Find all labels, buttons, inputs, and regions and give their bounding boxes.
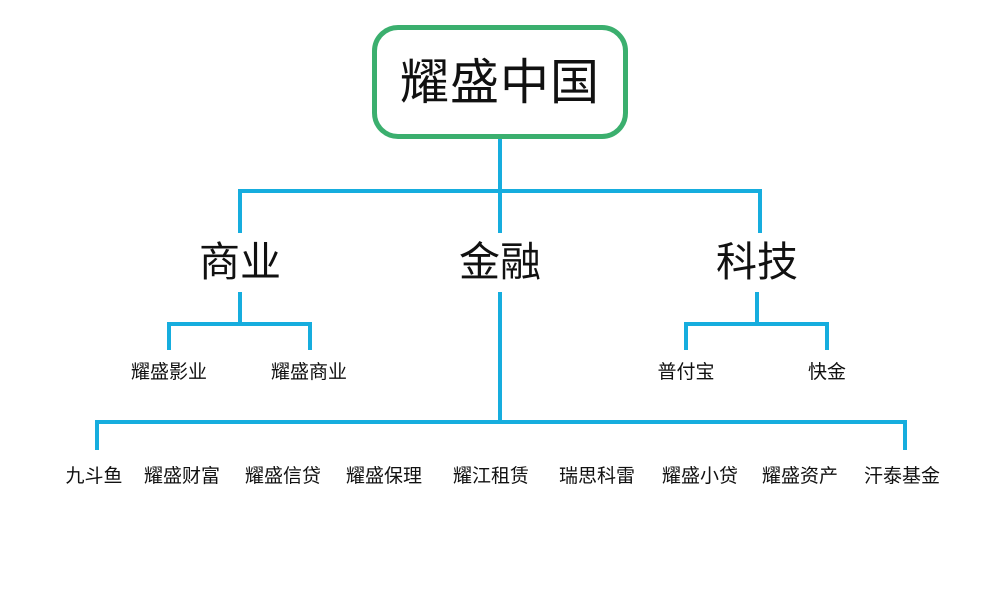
division-node-commerce[interactable]: 商业 (199, 234, 281, 290)
division-label-finance: 金融 (459, 237, 541, 286)
leaf-label-finance-child-4: 耀盛保理 (345, 464, 423, 487)
division-label-commerce: 商业 (199, 237, 281, 286)
leaf-node-finance-child-6[interactable]: 瑞思科雷 (559, 463, 635, 489)
leaf-label-finance-child-8: 耀盛资产 (761, 464, 839, 487)
leaf-label-finance-child-9: 汗泰基金 (863, 464, 941, 487)
connector-drop-commerce-child-1 (167, 322, 171, 350)
leaf-node-finance-child-7[interactable]: 耀盛小贷 (662, 463, 738, 489)
connector-root-stem (498, 139, 502, 191)
connector-drop-commerce-child-2 (308, 322, 312, 350)
connector-drop-finance (498, 189, 502, 233)
connector-drop-technology-child-1 (684, 322, 688, 350)
leaf-label-finance-child-3: 耀盛信贷 (244, 464, 322, 487)
connector-finance-stem (498, 292, 502, 424)
division-label-technology: 科技 (716, 237, 798, 286)
connector-commerce-stem (238, 292, 242, 324)
leaf-label-finance-child-6: 瑞思科雷 (558, 464, 636, 487)
connector-technology-bar (684, 322, 829, 326)
leaf-label-technology-child-1: 普付宝 (657, 360, 715, 383)
leaf-node-commerce-child-1[interactable]: 耀盛影业 (131, 359, 207, 385)
root-node-yaosheng-china[interactable]: 耀盛中国 (372, 25, 628, 139)
leaf-label-technology-child-2: 快金 (807, 360, 847, 383)
leaf-label-finance-child-2: 耀盛财富 (143, 464, 221, 487)
connector-drop-finance-left-end (95, 420, 99, 450)
leaf-node-finance-child-1[interactable]: 九斗鱼 (65, 463, 122, 489)
leaf-label-finance-child-5: 耀江租赁 (452, 464, 530, 487)
leaf-node-finance-child-5[interactable]: 耀江租赁 (453, 463, 529, 489)
connector-finance-bar (95, 420, 907, 424)
leaf-node-technology-child-1[interactable]: 普付宝 (657, 359, 714, 385)
leaf-node-finance-child-4[interactable]: 耀盛保理 (346, 463, 422, 489)
leaf-node-finance-child-2[interactable]: 耀盛财富 (144, 463, 220, 489)
connector-technology-stem (755, 292, 759, 324)
connector-drop-technology-child-2 (825, 322, 829, 350)
leaf-node-technology-child-2[interactable]: 快金 (808, 359, 846, 385)
connector-drop-commerce (238, 189, 242, 233)
leaf-node-commerce-child-2[interactable]: 耀盛商业 (271, 359, 347, 385)
leaf-label-commerce-child-2: 耀盛商业 (270, 360, 348, 383)
connector-drop-technology (758, 189, 762, 233)
leaf-node-finance-child-8[interactable]: 耀盛资产 (762, 463, 838, 489)
leaf-node-finance-child-3[interactable]: 耀盛信贷 (245, 463, 321, 489)
connector-drop-finance-right-end (903, 420, 907, 450)
leaf-label-finance-child-1: 九斗鱼 (65, 464, 123, 487)
division-node-finance[interactable]: 金融 (459, 234, 541, 290)
leaf-label-finance-child-7: 耀盛小贷 (661, 464, 739, 487)
leaf-node-finance-child-9[interactable]: 汗泰基金 (864, 463, 940, 489)
root-node-label: 耀盛中国 (399, 53, 600, 111)
connector-commerce-bar (167, 322, 312, 326)
leaf-label-commerce-child-1: 耀盛影业 (130, 360, 208, 383)
division-node-technology[interactable]: 科技 (716, 234, 798, 290)
